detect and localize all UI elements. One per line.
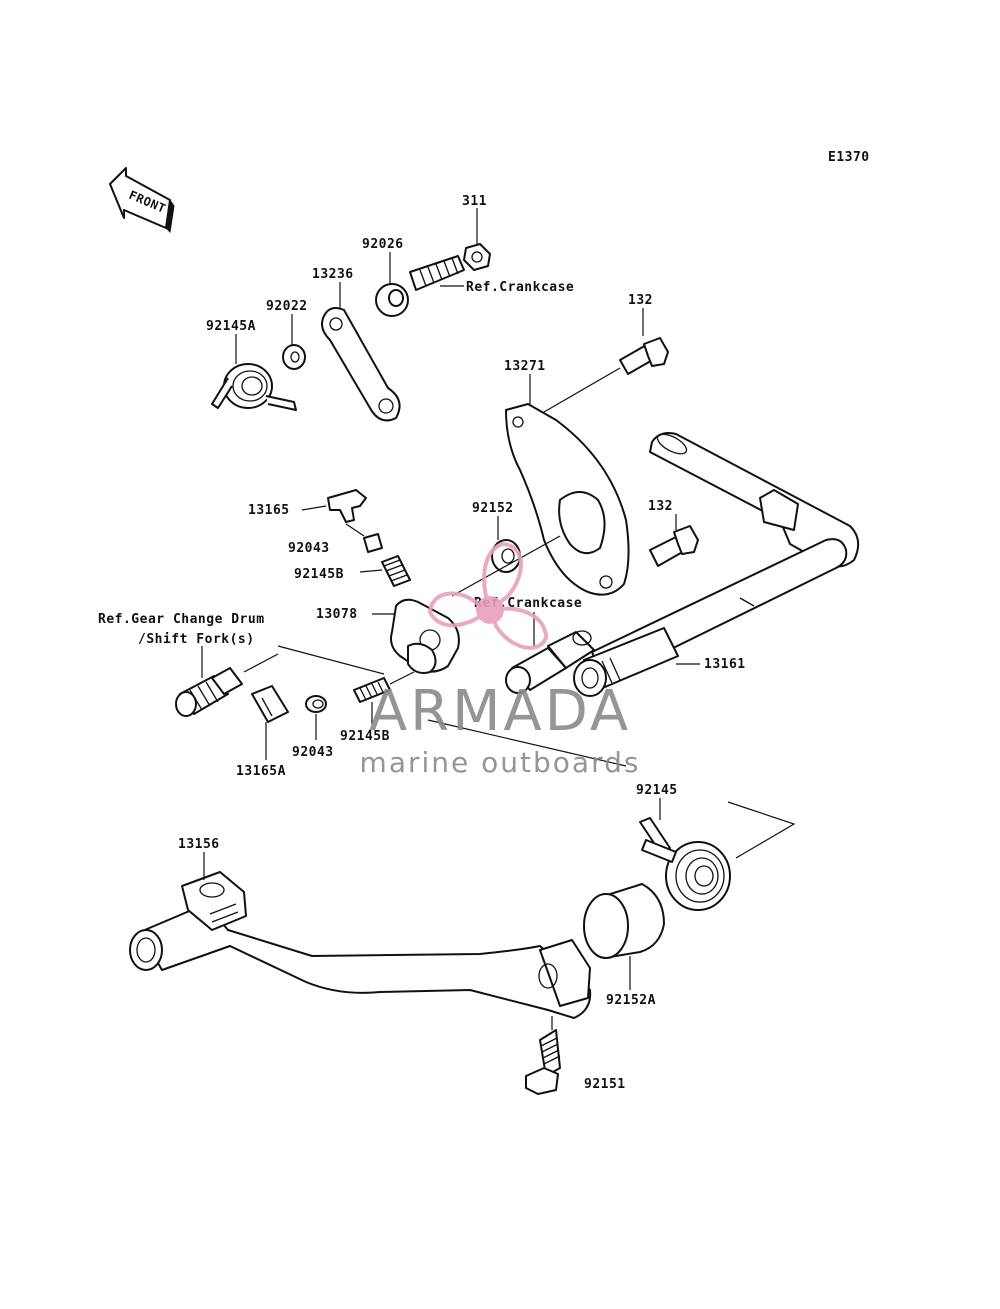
- part-92145B-spring-bottom: [353, 677, 391, 703]
- label-132-mid: 132: [648, 499, 673, 514]
- part-13165A-pawl: [251, 685, 289, 723]
- label-92145B-bottom: 92145B: [340, 729, 390, 744]
- front-arrow-icon: FRONT: [109, 167, 175, 234]
- part-92151-bolt: [525, 1029, 561, 1095]
- label-92151: 92151: [584, 1077, 626, 1092]
- ref-gear-change-pin: [175, 667, 243, 717]
- label-13161: 13161: [704, 657, 746, 672]
- part-132-bolt-top: [619, 337, 669, 375]
- armada-watermark-logo: ARMADA marine outboards: [360, 541, 641, 779]
- label-92043-bottom: 92043: [292, 745, 334, 760]
- part-311-nut: [463, 243, 491, 271]
- part-92152A-collar: [583, 883, 665, 959]
- label-132-top: 132: [628, 293, 653, 308]
- part-92145-spring: [639, 817, 731, 911]
- label-13165A: 13165A: [236, 764, 286, 779]
- label-13165: 13165: [248, 503, 290, 518]
- ref-gear-change-line2: /Shift Fork(s): [138, 632, 255, 647]
- label-92152: 92152: [472, 501, 514, 516]
- part-13271-plate: [505, 403, 630, 596]
- watermark-tagline: marine outboards: [360, 746, 641, 779]
- part-13165-pawl: [327, 489, 367, 523]
- ref-gear-change-line1: Ref.Gear Change Drum: [98, 612, 265, 627]
- ref-crankcase-pin: [505, 630, 595, 694]
- label-13236: 13236: [312, 267, 354, 282]
- part-92145A-spring: [211, 363, 297, 411]
- label-92043-top: 92043: [288, 541, 330, 556]
- part-13078-arm: [390, 598, 460, 674]
- label-311: 311: [462, 194, 487, 209]
- label-92145: 92145: [636, 783, 678, 798]
- part-92043-pin-top: [363, 533, 383, 553]
- label-13156: 13156: [178, 837, 220, 852]
- label-13078: 13078: [316, 607, 358, 622]
- label-92152A: 92152A: [606, 993, 656, 1008]
- part-13236-lever: [321, 307, 401, 422]
- label-92022: 92022: [266, 299, 308, 314]
- part-13161-shaft-assembly: [573, 432, 860, 697]
- label-13271: 13271: [504, 359, 546, 374]
- watermark-brand: ARMADA: [369, 679, 631, 744]
- part-132-bolt-mid: [649, 525, 699, 567]
- part-92022-washer: [282, 344, 306, 370]
- propeller-icon: [427, 541, 549, 650]
- part-92145B-spring-top: [381, 555, 411, 587]
- stud-bolt: [409, 255, 465, 291]
- label-92145A: 92145A: [206, 319, 256, 334]
- label-92145B-top: 92145B: [294, 567, 344, 582]
- part-92026-washer: [375, 283, 409, 317]
- label-92026: 92026: [362, 237, 404, 252]
- diagram-code: E1370: [828, 150, 870, 165]
- part-92043-pin-bottom: [305, 695, 327, 713]
- part-13156-pedal: [129, 871, 592, 1019]
- ref-crankcase-top: Ref.Crankcase: [466, 280, 574, 295]
